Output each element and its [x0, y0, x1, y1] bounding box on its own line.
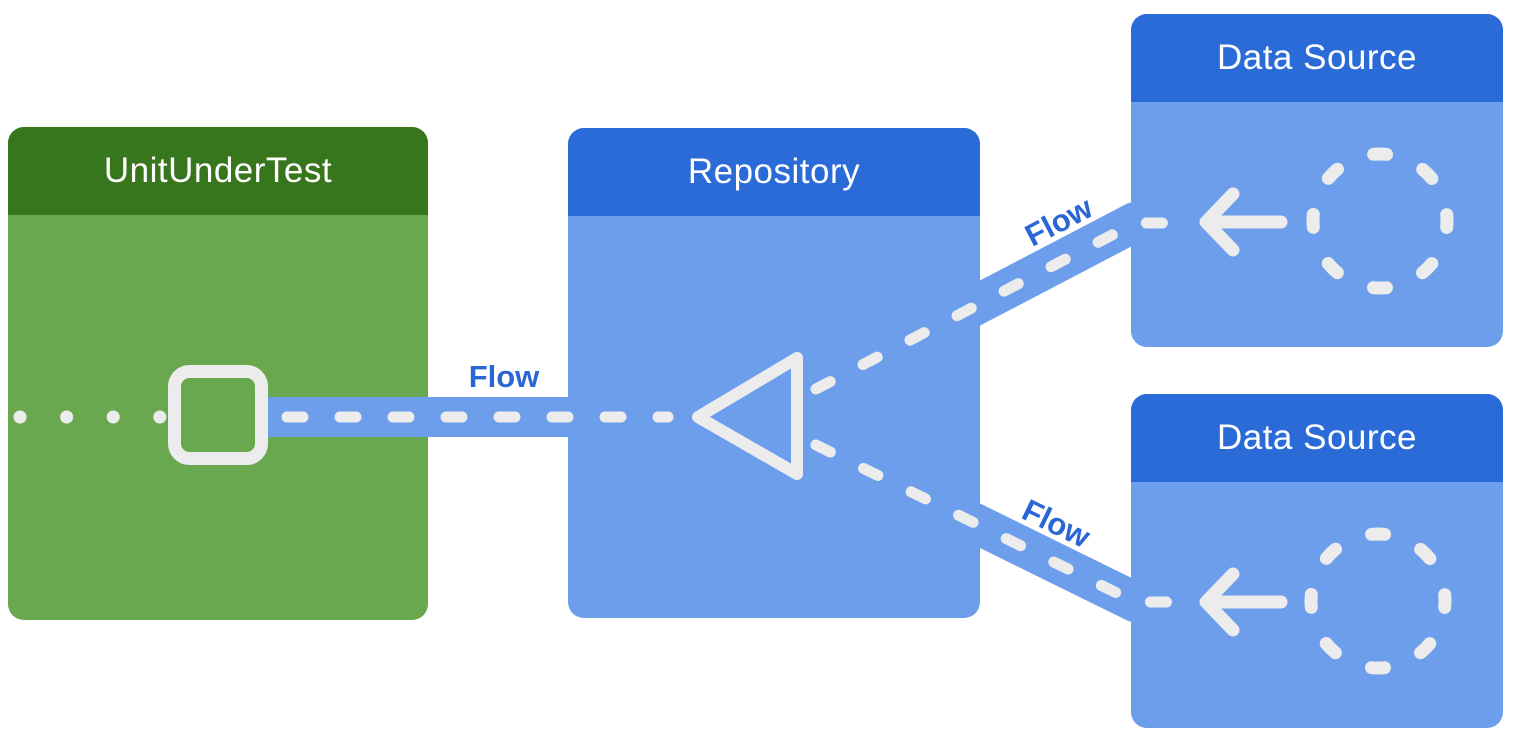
data-source-bottom-box: Data Source: [1131, 394, 1503, 728]
repository-box: Repository: [568, 128, 980, 618]
flow-label: Flow: [1016, 492, 1096, 555]
data-source-top-title: Data Source: [1131, 14, 1503, 102]
data-source-top-box: Data Source: [1131, 14, 1503, 347]
repository-title: Repository: [568, 128, 980, 216]
unit-under-test-box: UnitUnderTest: [8, 127, 428, 620]
unit-under-test-title: UnitUnderTest: [8, 127, 428, 215]
data-source-bottom-title: Data Source: [1131, 394, 1503, 482]
flow-label: Flow: [1019, 189, 1099, 254]
flow-label: Flow: [468, 359, 540, 394]
